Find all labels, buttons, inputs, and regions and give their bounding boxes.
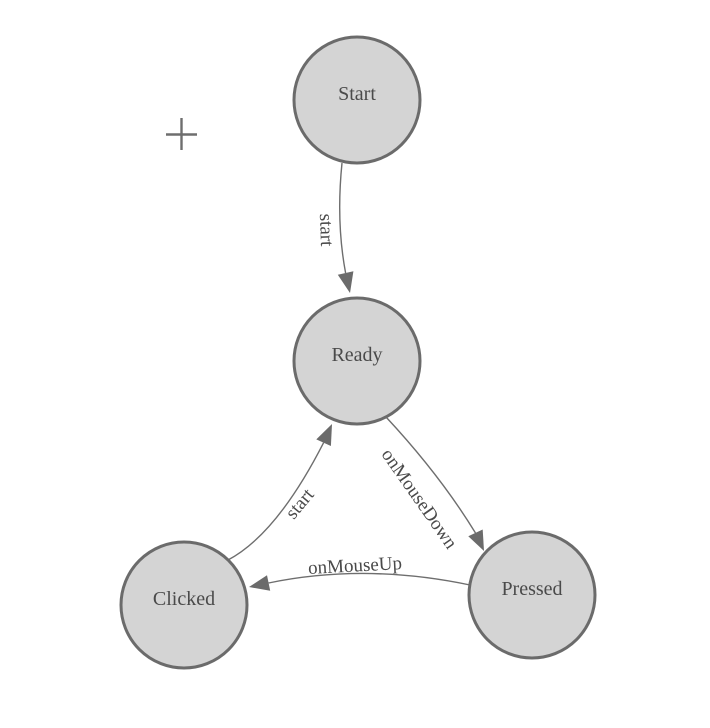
arrowhead-icon — [337, 271, 354, 293]
transition-line[interactable] — [227, 442, 325, 561]
state-label: Start — [338, 83, 376, 105]
crosshair-cursor-icon — [166, 118, 197, 150]
transition-ready-to-pressed: onMouseDown — [377, 416, 484, 553]
state-node-clicked[interactable]: Clicked — [119, 540, 249, 670]
transition-start-to-ready: start — [315, 162, 354, 293]
transition-line[interactable] — [268, 572, 471, 586]
transition-label: onMouseUp — [308, 553, 403, 579]
transition-label: start — [281, 484, 319, 523]
transition-pressed-to-clicked: onMouseUp — [249, 553, 471, 591]
state-circle[interactable] — [119, 540, 249, 670]
state-circle[interactable] — [292, 35, 422, 165]
state-label: Pressed — [501, 578, 562, 600]
arrowhead-icon — [468, 529, 484, 551]
transition-clicked-to-ready: start — [227, 424, 332, 561]
state-node-start[interactable]: Start — [292, 35, 422, 165]
transition-line[interactable] — [385, 416, 477, 534]
transition-label: onMouseDown — [377, 445, 462, 553]
state-circle[interactable] — [467, 530, 597, 660]
transition-label: start — [315, 213, 337, 247]
state-label: Ready — [331, 344, 382, 366]
state-node-pressed[interactable]: Pressed — [467, 530, 597, 660]
state-label: Clicked — [153, 588, 215, 610]
arrowhead-icon — [249, 575, 271, 591]
state-node-ready[interactable]: Ready — [292, 296, 422, 426]
state-circle[interactable] — [292, 296, 422, 426]
transition-line[interactable] — [338, 162, 347, 274]
arrowhead-icon — [316, 424, 332, 446]
